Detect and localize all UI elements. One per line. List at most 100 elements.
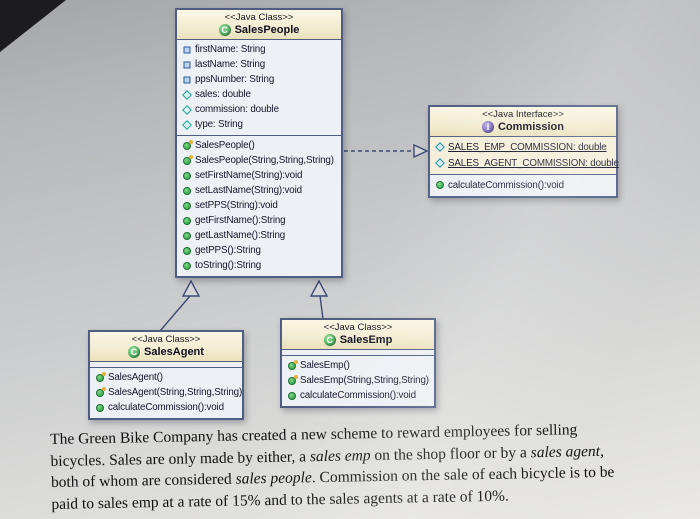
member-text: lastName: String (195, 59, 266, 70)
constructor-icon (94, 386, 106, 399)
interface-icon: I (481, 121, 494, 133)
generalization-line-salesagent (159, 295, 191, 332)
member-text: type: String (195, 119, 243, 130)
field-row: firstName: String (177, 42, 341, 57)
method-row: SalesAgent(String,String,String) (90, 385, 242, 400)
class-name-row: C SalesPeople (180, 24, 338, 36)
class-icon: C (128, 346, 141, 358)
text-segment: on the shop floor or by a (370, 443, 531, 464)
method-icon (434, 179, 446, 191)
salespeople-fields-compartment: firstName: String lastName: String ppsNu… (177, 40, 341, 135)
method-icon (181, 200, 193, 212)
member-text: getPPS():String (195, 245, 261, 256)
method-icon (181, 260, 193, 272)
member-text: getFirstName():String (195, 215, 286, 226)
stereotype-label: <<Java Class>> (131, 334, 201, 345)
realization-arrowhead (413, 143, 429, 159)
member-text: setPPS(String):void (195, 200, 278, 211)
static-field-icon (434, 141, 446, 153)
constant-row: SALES_EMP_COMMISSION: double (430, 139, 616, 155)
member-text: SalesAgent(String,String,String) (108, 387, 243, 398)
member-text: ppsNumber: String (195, 74, 275, 85)
member-text: commission: double (195, 104, 279, 115)
uml-interface-commission: <<Java Interface>> I Commission SALES_EM… (428, 105, 619, 198)
member-text: sales: double (195, 89, 251, 100)
class-icon: C (218, 24, 231, 36)
generalization-arrowhead-salesagent (181, 279, 201, 297)
method-row: SalesEmp() (282, 358, 434, 373)
member-text: calculateCommission():void (300, 390, 416, 401)
salesemp-header: <<Java Class>> C SalesEmp (282, 320, 434, 350)
text-segment: . Commission on the sale of each bicycle… (311, 463, 615, 487)
method-row: calculateCommission():void (90, 400, 242, 415)
field-icon (181, 119, 193, 131)
method-row: calculateCommission():void (430, 177, 616, 193)
method-row: getLastName():String (177, 228, 341, 243)
member-text: calculateCommission():void (108, 402, 224, 413)
method-row: getPPS():String (177, 243, 341, 258)
interface-name-row: I Commission (433, 121, 613, 133)
member-text: calculateCommission():void (448, 179, 564, 191)
salespeople-header: <<Java Class>> C SalesPeople (177, 10, 341, 40)
static-field-icon (434, 157, 446, 169)
text-segment-italic: sales emp (309, 446, 371, 465)
question-text: The Green Bike Company has created a new… (50, 417, 700, 515)
field-icon (181, 44, 193, 56)
generalization-arrowhead-salesemp (309, 279, 329, 297)
member-text: setFirstName(String):void (195, 170, 303, 181)
field-row: commission: double (177, 102, 341, 117)
member-text: SALES_EMP_COMMISSION: double (448, 141, 607, 153)
constructor-icon (286, 359, 298, 372)
text-segment-italic: sales people (235, 469, 312, 488)
class-name-row: C SalesEmp (285, 334, 431, 346)
stereotype-label: <<Java Class>> (224, 12, 294, 23)
method-row: calculateCommission():void (282, 388, 434, 403)
uml-class-salespeople: <<Java Class>> C SalesPeople firstName: … (175, 8, 343, 278)
method-icon (94, 402, 106, 414)
commission-constants-compartment: SALES_EMP_COMMISSION: double SALES_AGENT… (430, 137, 619, 174)
method-row: SalesPeople(String,String,String) (177, 153, 341, 168)
member-text: SALES_AGENT_COMMISSION: double (448, 157, 619, 169)
stereotype-label: <<Java Interface>> (482, 109, 564, 120)
method-row: SalesEmp(String,String,String) (282, 373, 434, 388)
method-icon (181, 230, 193, 242)
field-icon (181, 59, 193, 71)
method-row: SalesAgent() (90, 370, 242, 385)
text-segment: bicycles. Sales are only made by either,… (50, 447, 311, 470)
class-name-row: C SalesAgent (93, 346, 239, 358)
member-text: toString():String (195, 260, 262, 271)
salesagent-methods-compartment: SalesAgent() SalesAgent(String,String,St… (90, 367, 242, 418)
class-name: SalesEmp (339, 334, 393, 346)
method-icon (181, 245, 193, 257)
uml-class-salesemp: <<Java Class>> C SalesEmp SalesEmp() Sal… (280, 318, 436, 408)
method-row: setLastName(String):void (177, 183, 341, 198)
salespeople-methods-compartment: SalesPeople() SalesPeople(String,String,… (177, 135, 341, 276)
member-text: SalesEmp(String,String,String) (300, 375, 429, 386)
method-row: SalesPeople() (177, 138, 341, 153)
field-icon (181, 104, 193, 116)
method-icon (181, 185, 193, 197)
class-name: SalesAgent (144, 346, 204, 358)
commission-methods-compartment: calculateCommission():void (430, 174, 616, 196)
uml-class-salesagent: <<Java Class>> C SalesAgent SalesAgent()… (88, 330, 244, 420)
field-icon (181, 74, 193, 86)
method-row: getFirstName():String (177, 213, 341, 228)
method-icon (181, 215, 193, 227)
member-text: SalesAgent() (108, 372, 163, 383)
field-row: ppsNumber: String (177, 72, 341, 87)
text-segment: , (599, 442, 605, 460)
constant-row: SALES_AGENT_COMMISSION: double (430, 155, 619, 171)
field-row: sales: double (177, 87, 341, 102)
constructor-icon (181, 154, 193, 167)
generalization-line-salesemp (319, 295, 324, 320)
field-row: lastName: String (177, 57, 341, 72)
interface-name: Commission (497, 121, 564, 133)
method-row: setFirstName(String):void (177, 168, 341, 183)
salesemp-methods-compartment: SalesEmp() SalesEmp(String,String,String… (282, 355, 434, 406)
member-text: firstName: String (195, 44, 266, 55)
constructor-icon (286, 374, 298, 387)
member-text: SalesPeople(String,String,String) (195, 155, 334, 166)
constructor-icon (94, 371, 106, 384)
field-row: type: String (177, 117, 341, 132)
member-text: setLastName(String):void (195, 185, 302, 196)
